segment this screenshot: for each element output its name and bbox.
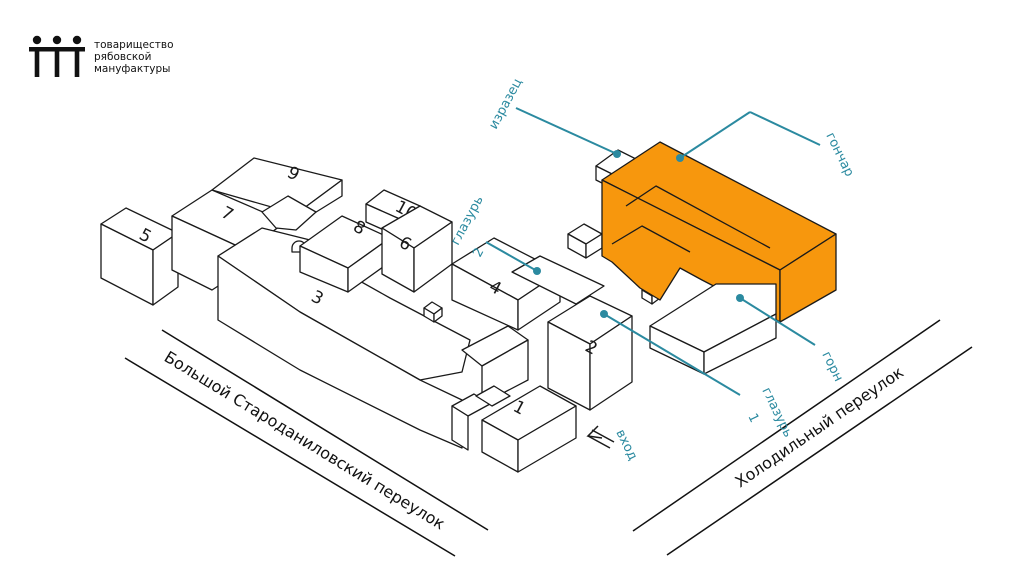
left-street-line-outer [124, 357, 456, 557]
leader-glazur1 [603, 313, 741, 396]
label-izrazets: изразец [486, 76, 525, 132]
label-glazur2-line1: глазурь [448, 193, 486, 247]
three-people-icon [29, 35, 85, 77]
logo-line-3: мануфактуры [94, 63, 171, 75]
leader-glazur2 [485, 241, 538, 272]
logo-text: товарищество рябовской мануфактуры [94, 39, 174, 75]
leader-gonchar-2 [749, 111, 821, 146]
right-street-line-inner [632, 319, 941, 532]
label-vkhod: вход [612, 427, 640, 463]
label-glazur1-line2: 1 [744, 411, 761, 425]
leader-gonchar-1 [679, 111, 751, 159]
building-8[interactable]: 8 [299, 215, 391, 293]
left-street-line-inner [161, 329, 489, 531]
building-2[interactable]: 2 [547, 295, 633, 411]
logo-line-1: товарищество [94, 39, 174, 51]
street-lines [124, 319, 973, 557]
leader-izrazets [515, 107, 618, 155]
entrance-arrow-icon [586, 425, 615, 449]
company-logo: товарищество рябовской мануфактуры [28, 34, 174, 80]
label-gorn: горн [818, 349, 845, 384]
building-1[interactable]: 1 [451, 385, 577, 473]
leader-gorn [739, 297, 816, 346]
building-5[interactable]: 5 [100, 207, 179, 306]
leader-lines [485, 107, 821, 396]
right-street-line-outer [666, 346, 973, 556]
logo-line-2: рябовской [94, 51, 152, 63]
label-gonchar: гончар [822, 130, 856, 179]
street-name-right: Холодильный переулок [732, 362, 908, 491]
building-gorn[interactable] [649, 283, 777, 375]
